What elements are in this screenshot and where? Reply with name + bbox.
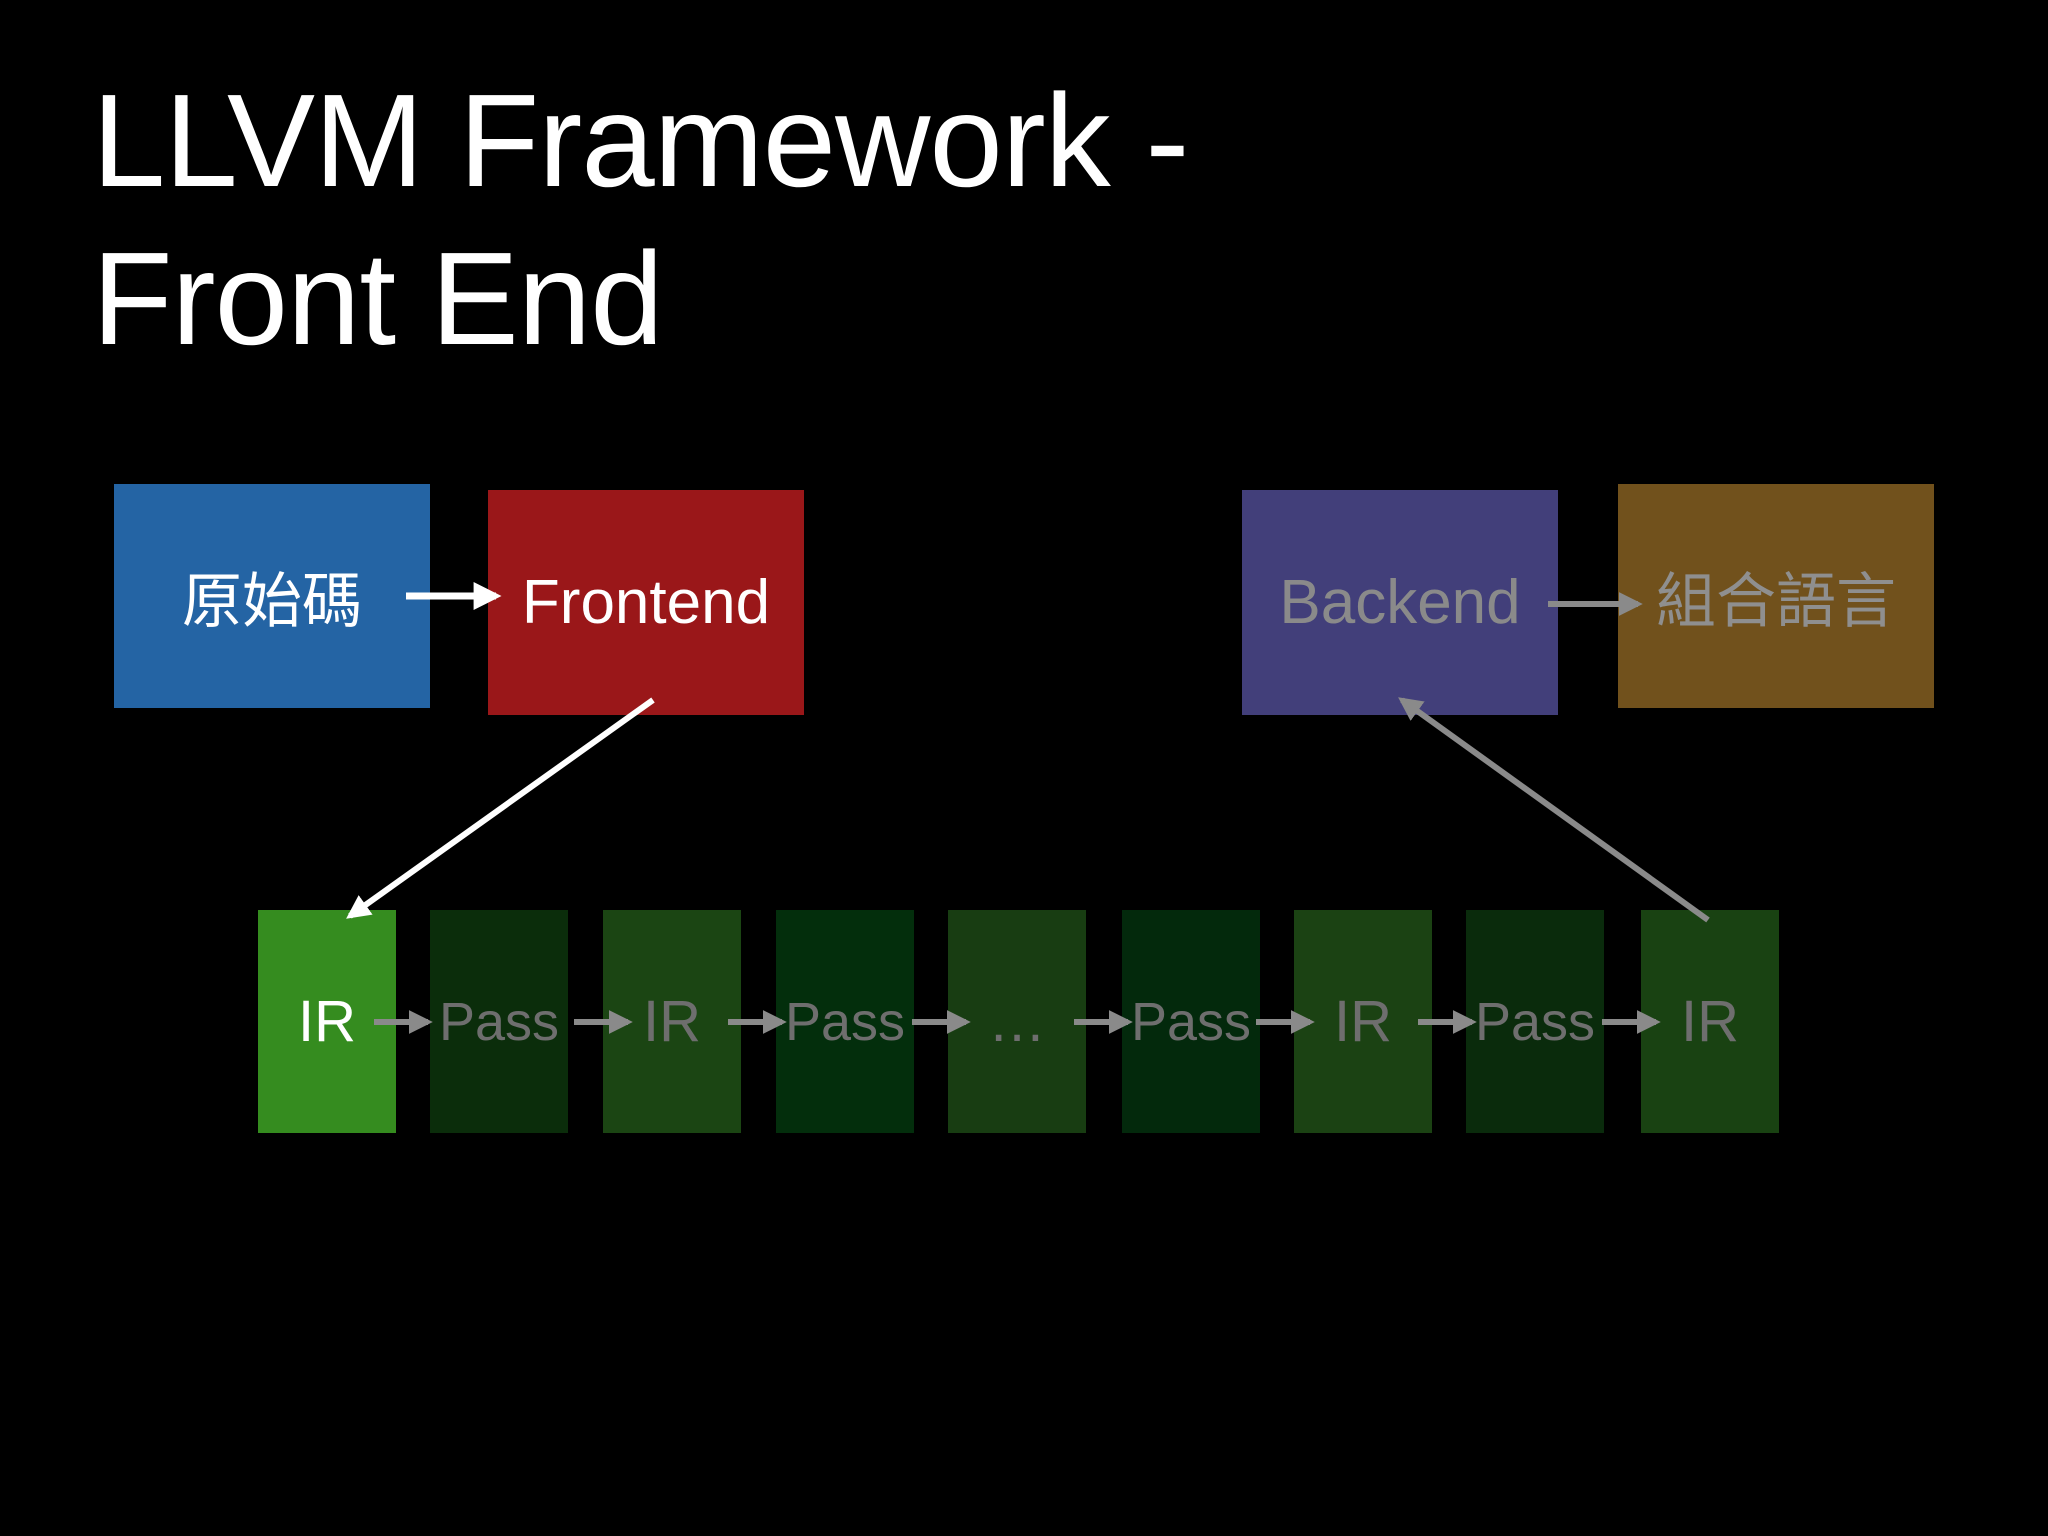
frontend-box: Frontend xyxy=(488,490,804,715)
slide-title-line-1: LLVM Framework - xyxy=(92,67,1189,214)
slide-title: LLVM Framework - Front End xyxy=(92,62,1189,378)
chain-cell-ir: IR xyxy=(1641,910,1779,1133)
arrow-frontend-to-ir xyxy=(346,697,655,919)
chain-cell-pass: Pass xyxy=(776,910,914,1133)
chain-cell-ir: IR xyxy=(603,910,741,1133)
chain-cell-ir: IR xyxy=(258,910,396,1133)
chain-cell-ellipsis: … xyxy=(948,910,1086,1133)
assembly-language-box: 組合語言 xyxy=(1618,484,1934,708)
chain-cell-pass: Pass xyxy=(1122,910,1260,1133)
backend-box: Backend xyxy=(1242,490,1558,715)
chain-cell-pass: Pass xyxy=(430,910,568,1133)
arrow-ir-to-backend xyxy=(1398,697,1710,923)
slide-title-line-2: Front End xyxy=(92,225,664,372)
chain-cell-pass: Pass xyxy=(1466,910,1604,1133)
chain-cell-ir: IR xyxy=(1294,910,1432,1133)
source-code-box: 原始碼 xyxy=(114,484,430,708)
